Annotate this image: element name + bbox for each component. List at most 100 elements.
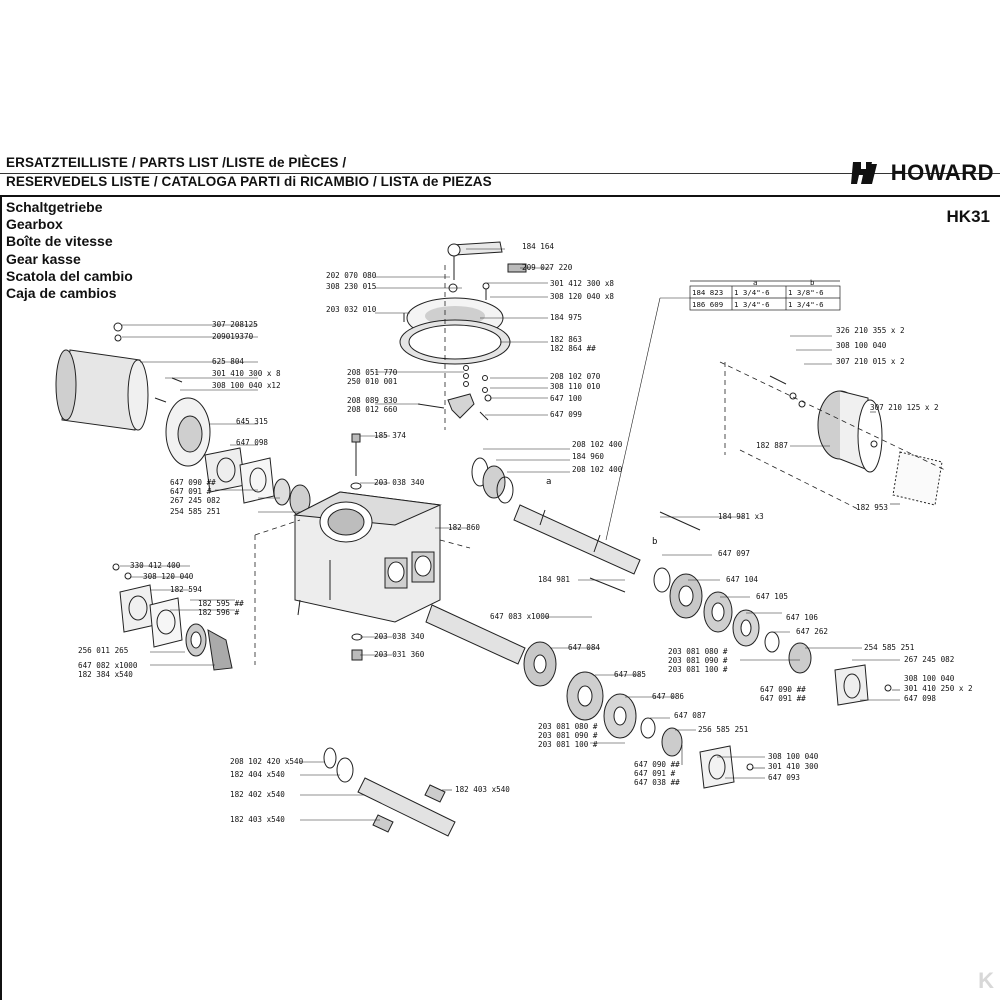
cover-plate-drawing (399, 282, 511, 365)
part-label: 647 091 # (170, 487, 212, 496)
shift-lever-drawing (447, 241, 527, 280)
part-label: 647 104 (726, 575, 758, 584)
size-table-cell: 1 3/4"-6 (734, 300, 770, 309)
part-label: 301 410 300 x 8 (212, 369, 281, 378)
part-label: 203 081 080 # (668, 647, 728, 656)
part-label: 250 010 001 (347, 377, 398, 386)
part-label: 184 960 (572, 452, 604, 461)
leader-lines (120, 248, 900, 821)
part-label: 330 412 400 (130, 561, 181, 570)
assembly-name-es: Caja de cambios (6, 285, 117, 302)
part-label: 326 210 355 x 2 (836, 326, 905, 335)
size-table: a b 184 823 1 3/4"-6 1 3/8"-6 186 609 1 … (692, 278, 824, 309)
part-label: 308 120 040 x8 (550, 292, 614, 301)
assembly-lines (254, 265, 946, 665)
drum-cover-drawing (55, 322, 183, 431)
brand-logo: HOWARD (850, 160, 994, 186)
selector-fork-drawing (417, 365, 492, 421)
output-shaft-drawing (323, 747, 456, 837)
part-label: 308 100 040 (836, 341, 887, 350)
part-label: 308 120 040 (143, 572, 194, 581)
header-divider (0, 173, 1000, 174)
size-table-cell: 184 823 (692, 288, 723, 297)
size-table-cell: 1 3/4"-6 (788, 300, 824, 309)
part-label: 308 100 040 (904, 674, 955, 683)
part-label: 182 864 ## (550, 344, 596, 353)
part-label: 267 245 082 (904, 655, 954, 664)
part-label: 647 093 (768, 773, 800, 782)
part-label: 208 102 420 x540 (230, 757, 304, 766)
part-label: 208 102 400 (572, 440, 623, 449)
part-label: 647 038 ## (634, 778, 680, 787)
part-label: 254 585 251 (170, 507, 221, 516)
part-label: 308 100 040 (768, 752, 819, 761)
part-label: 182 953 (856, 503, 888, 512)
part-label: 647 083 x1000 (490, 612, 550, 621)
part-label: 182 595 ## (198, 599, 244, 608)
size-table-cell: 1 3/8"-6 (788, 288, 824, 297)
part-label: 267 245 082 (170, 496, 220, 505)
assembly-name-en: Gearbox (6, 216, 63, 233)
part-label: 184 164 (522, 242, 554, 251)
part-label: 203 032 010 (326, 305, 377, 314)
part-label: 647 097 (718, 549, 750, 558)
part-label: 647 090 ## (170, 478, 216, 487)
part-label: 301 410 300 (768, 762, 819, 771)
part-label: 307 210 015 x 2 (836, 357, 905, 366)
part-label: 647 106 (786, 613, 818, 622)
part-label: 203 038 340 (374, 478, 425, 487)
part-label: 308 230 015 (326, 282, 376, 291)
part-label: 647 091 ## (760, 694, 806, 703)
part-label: 647 262 (796, 627, 828, 636)
part-label: 647 100 (550, 394, 582, 403)
part-label: 208 012 660 (347, 405, 398, 414)
part-label: 202 070 080 (326, 271, 377, 280)
bearing-flange-drawing (165, 397, 311, 516)
part-label: 208 089 830 (347, 396, 398, 405)
gearbox-housing-drawing (293, 491, 442, 623)
frame-left-border (0, 195, 2, 1000)
part-label: 203 081 100 # (668, 665, 728, 674)
part-label: 647 085 (614, 670, 646, 679)
part-label: 184 981 x3 (718, 512, 764, 521)
part-label: 182 863 (550, 335, 582, 344)
size-table-header-a: a (753, 278, 757, 287)
shaft-marker-b: b (652, 537, 657, 547)
plug-drawing (350, 433, 362, 490)
part-label: 208 051 770 (347, 368, 398, 377)
part-label: 301 410 250 x 2 (904, 684, 973, 693)
part-label: 647 086 (652, 692, 684, 701)
assembly-name-it: Scatola del cambio (6, 267, 133, 284)
part-label: 182 596 # (198, 608, 240, 617)
part-label: 647 084 (568, 643, 600, 652)
part-label: 182 594 (170, 585, 202, 594)
part-label: 307 210 125 x 2 (870, 403, 939, 412)
part-label: 647 090 ## (634, 760, 680, 769)
part-label: 184 981 (538, 575, 570, 584)
part-label: 645 315 (236, 417, 268, 426)
assembly-name-de: Schaltgetriebe (6, 199, 103, 215)
part-label: 256 585 251 (698, 725, 749, 734)
part-label: 647 098 (236, 438, 268, 447)
part-labels: 184 164 209 027 220 202 070 080 308 230 … (78, 242, 973, 824)
brand-name: HOWARD (890, 160, 994, 185)
part-label: 203 081 090 # (668, 656, 728, 665)
right-cover-drawing (769, 375, 943, 506)
title-line-2: RESERVEDELS LISTE / CATALOGA PARTI di RI… (6, 174, 492, 189)
part-label: 256 011 265 (78, 646, 128, 655)
title-line-1: ERSATZTEILLISTE / PARTS LIST /LISTE de P… (6, 155, 347, 170)
frame-top-border (0, 195, 1000, 197)
part-label: 647 082 x1000 (78, 661, 138, 670)
size-table-grid (689, 280, 841, 311)
size-table-cell: 1 3/4"-6 (734, 288, 770, 297)
part-label: 182 404 x540 (230, 770, 285, 779)
part-label: 209019370 (212, 332, 254, 341)
part-label: 308 110 010 (550, 382, 601, 391)
assembly-name-fr: Boîte de vitesse (6, 233, 113, 250)
model-number: HK31 (946, 207, 990, 226)
part-label: 647 099 (550, 410, 582, 419)
part-label: 647 091 # (634, 769, 676, 778)
lower-shaft-drawing (425, 604, 754, 789)
